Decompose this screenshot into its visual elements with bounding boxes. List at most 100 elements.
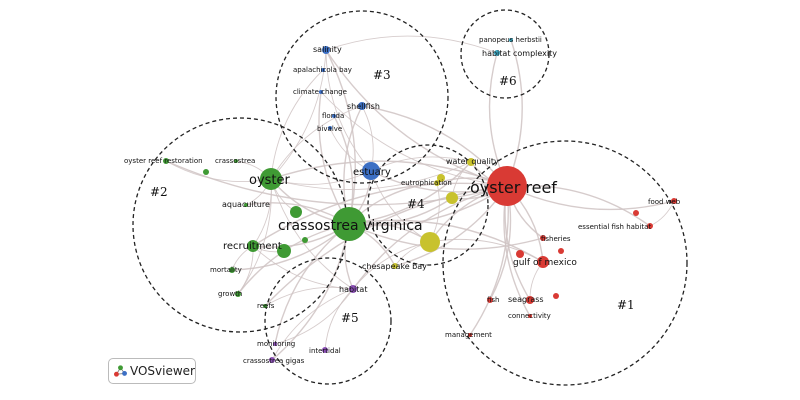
label-intertidal[interactable]: intertidal bbox=[309, 347, 341, 355]
label-crassostrea-gigas[interactable]: crassostrea gigas bbox=[243, 357, 305, 365]
node-cluster2-c[interactable] bbox=[302, 237, 308, 243]
node-estuary[interactable] bbox=[362, 162, 380, 180]
label-aquaculture[interactable]: aquaculture bbox=[222, 200, 270, 209]
edge-oyster-reef-panopeus-herbstii bbox=[506, 39, 523, 187]
node-recruitment[interactable] bbox=[247, 240, 259, 252]
node-crassostrea-gigas[interactable] bbox=[269, 357, 275, 363]
label-management[interactable]: management bbox=[445, 331, 492, 339]
node-habitat[interactable] bbox=[349, 285, 357, 293]
cluster-label-4: #4 bbox=[407, 197, 425, 211]
edge-oyster-reef-shellfish bbox=[361, 105, 508, 187]
node-bivalve[interactable] bbox=[328, 126, 332, 130]
node-cluster2-b[interactable] bbox=[277, 244, 291, 258]
label-reefs[interactable]: reefs bbox=[257, 302, 275, 310]
label-crassostrea[interactable]: crassostrea bbox=[215, 157, 255, 165]
cluster-circle-5 bbox=[264, 257, 392, 385]
label-fisheries[interactable]: fisheries bbox=[541, 235, 571, 243]
label-monitoring[interactable]: monitoring bbox=[257, 340, 295, 348]
node-eutrophication[interactable] bbox=[434, 180, 440, 186]
node-crassostrea-virginica[interactable] bbox=[332, 207, 366, 241]
cluster-circle-3 bbox=[275, 10, 449, 184]
node-shellfish[interactable] bbox=[358, 102, 366, 110]
label-crassostrea-virginica[interactable]: crassostrea virginica bbox=[278, 218, 423, 234]
label-recruitment[interactable]: recruitment bbox=[223, 241, 282, 252]
label-oyster-reef[interactable]: oyster reef bbox=[470, 178, 557, 197]
label-water-quality[interactable]: water quality bbox=[446, 157, 499, 166]
label-climate-change[interactable]: climate change bbox=[293, 88, 347, 96]
label-habitat-complexity[interactable]: habitat complexity bbox=[482, 49, 557, 58]
vosviewer-badge: VOSviewer bbox=[108, 358, 196, 384]
node-aquaculture[interactable] bbox=[244, 203, 248, 207]
edge-crassostrea-virginica-salinity bbox=[325, 49, 356, 225]
node-monitoring[interactable] bbox=[273, 342, 277, 346]
node-cluster1-a[interactable] bbox=[633, 210, 639, 216]
node-water-quality[interactable] bbox=[467, 158, 475, 166]
node-mortality[interactable] bbox=[229, 267, 235, 273]
label-gulf-of-mexico[interactable]: gulf of mexico bbox=[513, 258, 577, 268]
label-connectivity[interactable]: connectivity bbox=[508, 312, 551, 320]
label-salinity[interactable]: salinity bbox=[313, 45, 342, 54]
label-oyster-reef-restoration[interactable]: oyster reef restoration bbox=[124, 157, 203, 165]
label-mortality[interactable]: mortality bbox=[210, 266, 242, 274]
edge-oyster-reef-food-web bbox=[506, 185, 675, 211]
label-habitat[interactable]: habitat bbox=[339, 285, 367, 294]
node-food-web[interactable] bbox=[671, 198, 677, 204]
label-fish[interactable]: fish bbox=[487, 296, 500, 304]
label-florida[interactable]: florida bbox=[322, 112, 344, 120]
node-climate-change[interactable] bbox=[319, 90, 323, 94]
cluster-label-3: #3 bbox=[373, 68, 391, 82]
cluster-circle-6 bbox=[460, 9, 550, 99]
node-habitat-complexity[interactable] bbox=[494, 50, 500, 56]
node-essential-fish-habitat[interactable] bbox=[647, 223, 653, 229]
label-essential-fish-habitat[interactable]: essential fish habitat bbox=[578, 223, 651, 231]
node-fisheries[interactable] bbox=[540, 235, 546, 241]
node-gulf-of-mexico[interactable] bbox=[537, 256, 549, 268]
cluster-circle-1 bbox=[442, 140, 688, 386]
edge-oyster-habitat bbox=[270, 178, 354, 290]
label-growth[interactable]: growth bbox=[218, 290, 242, 298]
node-crassostrea[interactable] bbox=[234, 159, 238, 163]
node-cluster4-large[interactable] bbox=[420, 232, 440, 252]
node-cluster4-medium[interactable] bbox=[446, 192, 458, 204]
node-apalachicola-bay[interactable] bbox=[321, 68, 325, 72]
label-apalachicola-bay[interactable]: apalachicola bay bbox=[293, 66, 352, 74]
nodes-layer bbox=[163, 38, 677, 363]
label-estuary[interactable]: estuary bbox=[353, 167, 391, 178]
edge-crassostrea-virginica-monitoring bbox=[274, 223, 350, 345]
node-salinity[interactable] bbox=[322, 46, 330, 54]
label-seagrass[interactable]: seagrass bbox=[508, 295, 544, 304]
node-reefs[interactable] bbox=[263, 304, 267, 308]
node-oyster[interactable] bbox=[260, 168, 282, 190]
node-connectivity[interactable] bbox=[528, 314, 532, 318]
node-growth[interactable] bbox=[235, 291, 241, 297]
cluster-label-1: #1 bbox=[617, 298, 635, 312]
node-chesapeake-bay[interactable] bbox=[392, 263, 398, 269]
minor-nodes bbox=[203, 169, 639, 299]
label-bivalve[interactable]: bivalve bbox=[317, 125, 342, 133]
label-panopeus-herbstii[interactable]: panopeus herbstii bbox=[479, 36, 542, 44]
label-eutrophication[interactable]: eutrophication bbox=[401, 179, 452, 187]
node-cluster2-a[interactable] bbox=[290, 206, 302, 218]
label-shellfish[interactable]: shellfish bbox=[347, 102, 380, 111]
node-oyster-reef-restoration[interactable] bbox=[163, 158, 169, 164]
node-seagrass[interactable] bbox=[526, 296, 534, 304]
node-panopeus-herbstii[interactable] bbox=[509, 38, 513, 42]
labels-layer: oyster reef food web essential fish habita… bbox=[124, 36, 681, 365]
cluster-circle-4 bbox=[367, 144, 489, 266]
node-intertidal[interactable] bbox=[322, 347, 328, 353]
node-cluster1-b[interactable] bbox=[558, 248, 564, 254]
node-cluster2-d[interactable] bbox=[203, 169, 209, 175]
node-fish[interactable] bbox=[487, 297, 493, 303]
node-cluster4-small[interactable] bbox=[437, 174, 445, 182]
node-cluster1-d[interactable] bbox=[553, 293, 559, 299]
edge-habitat-intertidal bbox=[324, 288, 354, 351]
label-chesapeake-bay[interactable]: chesapeake bay bbox=[362, 262, 427, 271]
node-management[interactable] bbox=[468, 333, 472, 337]
node-oyster-reef[interactable] bbox=[487, 166, 527, 206]
node-cluster1-c[interactable] bbox=[516, 250, 524, 258]
node-florida[interactable] bbox=[332, 114, 336, 118]
label-oyster[interactable]: oyster bbox=[249, 173, 291, 188]
label-food-web[interactable]: food web bbox=[648, 198, 681, 206]
cluster-label-5: #5 bbox=[341, 311, 359, 325]
